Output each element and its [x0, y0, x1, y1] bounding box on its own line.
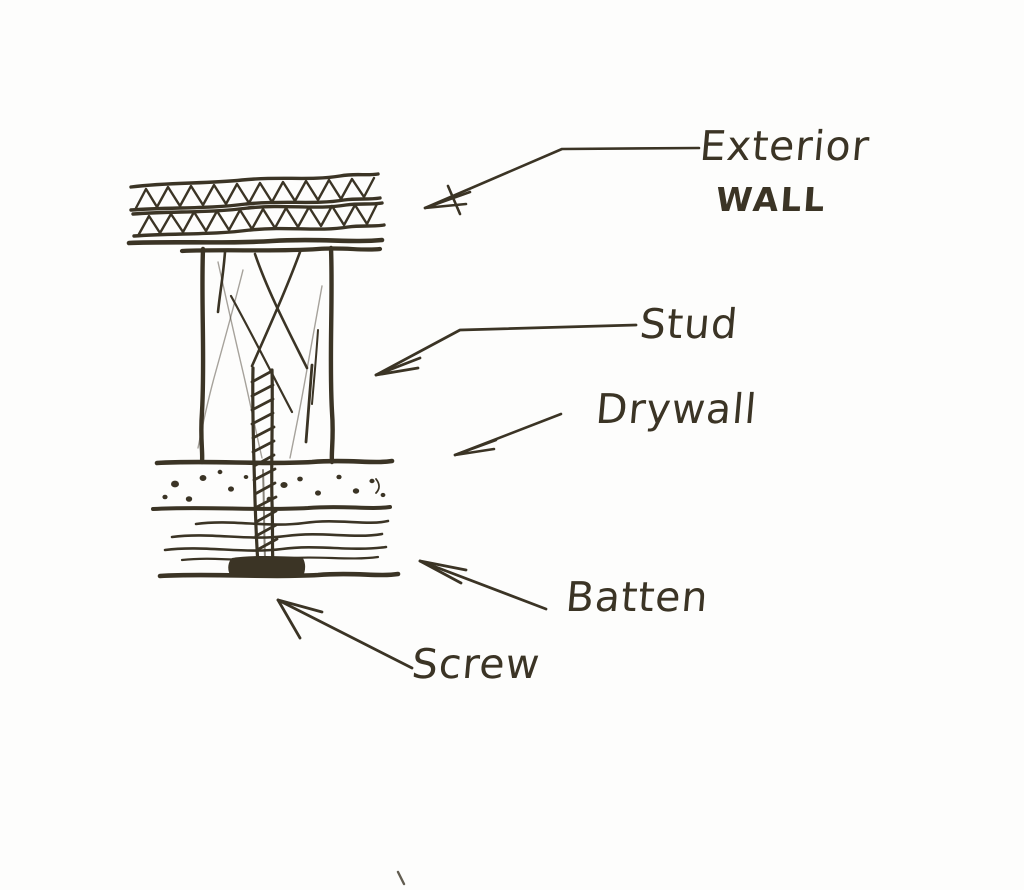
label-exterior: Exterior	[697, 122, 872, 170]
batten-grain-3	[163, 545, 388, 552]
drywall-stipple	[162, 469, 386, 502]
screw-shaft-right	[270, 368, 275, 566]
exterior-wall-baseline-2	[179, 246, 383, 254]
batten-grain-2	[170, 532, 384, 539]
stud-leader	[374, 323, 638, 377]
batten-bottom-line	[157, 571, 401, 579]
drywall-top-line	[154, 458, 395, 466]
batten-grain-1	[194, 519, 390, 526]
label-stud: Stud	[637, 300, 741, 348]
drywall-leader	[453, 412, 563, 457]
exterior-wall-band-lower	[131, 201, 386, 238]
batten-leader	[418, 559, 548, 611]
stud-left-edge	[199, 246, 206, 465]
stray-pen-mark	[396, 870, 406, 886]
stud-right-edge	[328, 245, 335, 465]
exterior-wall-band-upper	[129, 172, 382, 212]
stud-grain	[197, 250, 323, 459]
screw-leader	[276, 598, 414, 670]
exterior-wall-baseline	[126, 237, 385, 246]
label-wall: WALL	[714, 180, 828, 219]
label-batten: Batten	[563, 573, 711, 621]
exterior-wall-assembly	[126, 172, 386, 254]
screw-assembly	[228, 366, 306, 578]
drywall-assembly	[151, 458, 395, 511]
drywall-bottom-line	[151, 505, 392, 511]
label-drywall: Drywall	[593, 385, 760, 433]
label-screw: Screw	[409, 640, 543, 688]
stud-assembly	[197, 245, 335, 465]
exterior-wall-leader	[423, 146, 701, 216]
screw-threads	[250, 369, 279, 552]
screw-head	[228, 556, 306, 578]
